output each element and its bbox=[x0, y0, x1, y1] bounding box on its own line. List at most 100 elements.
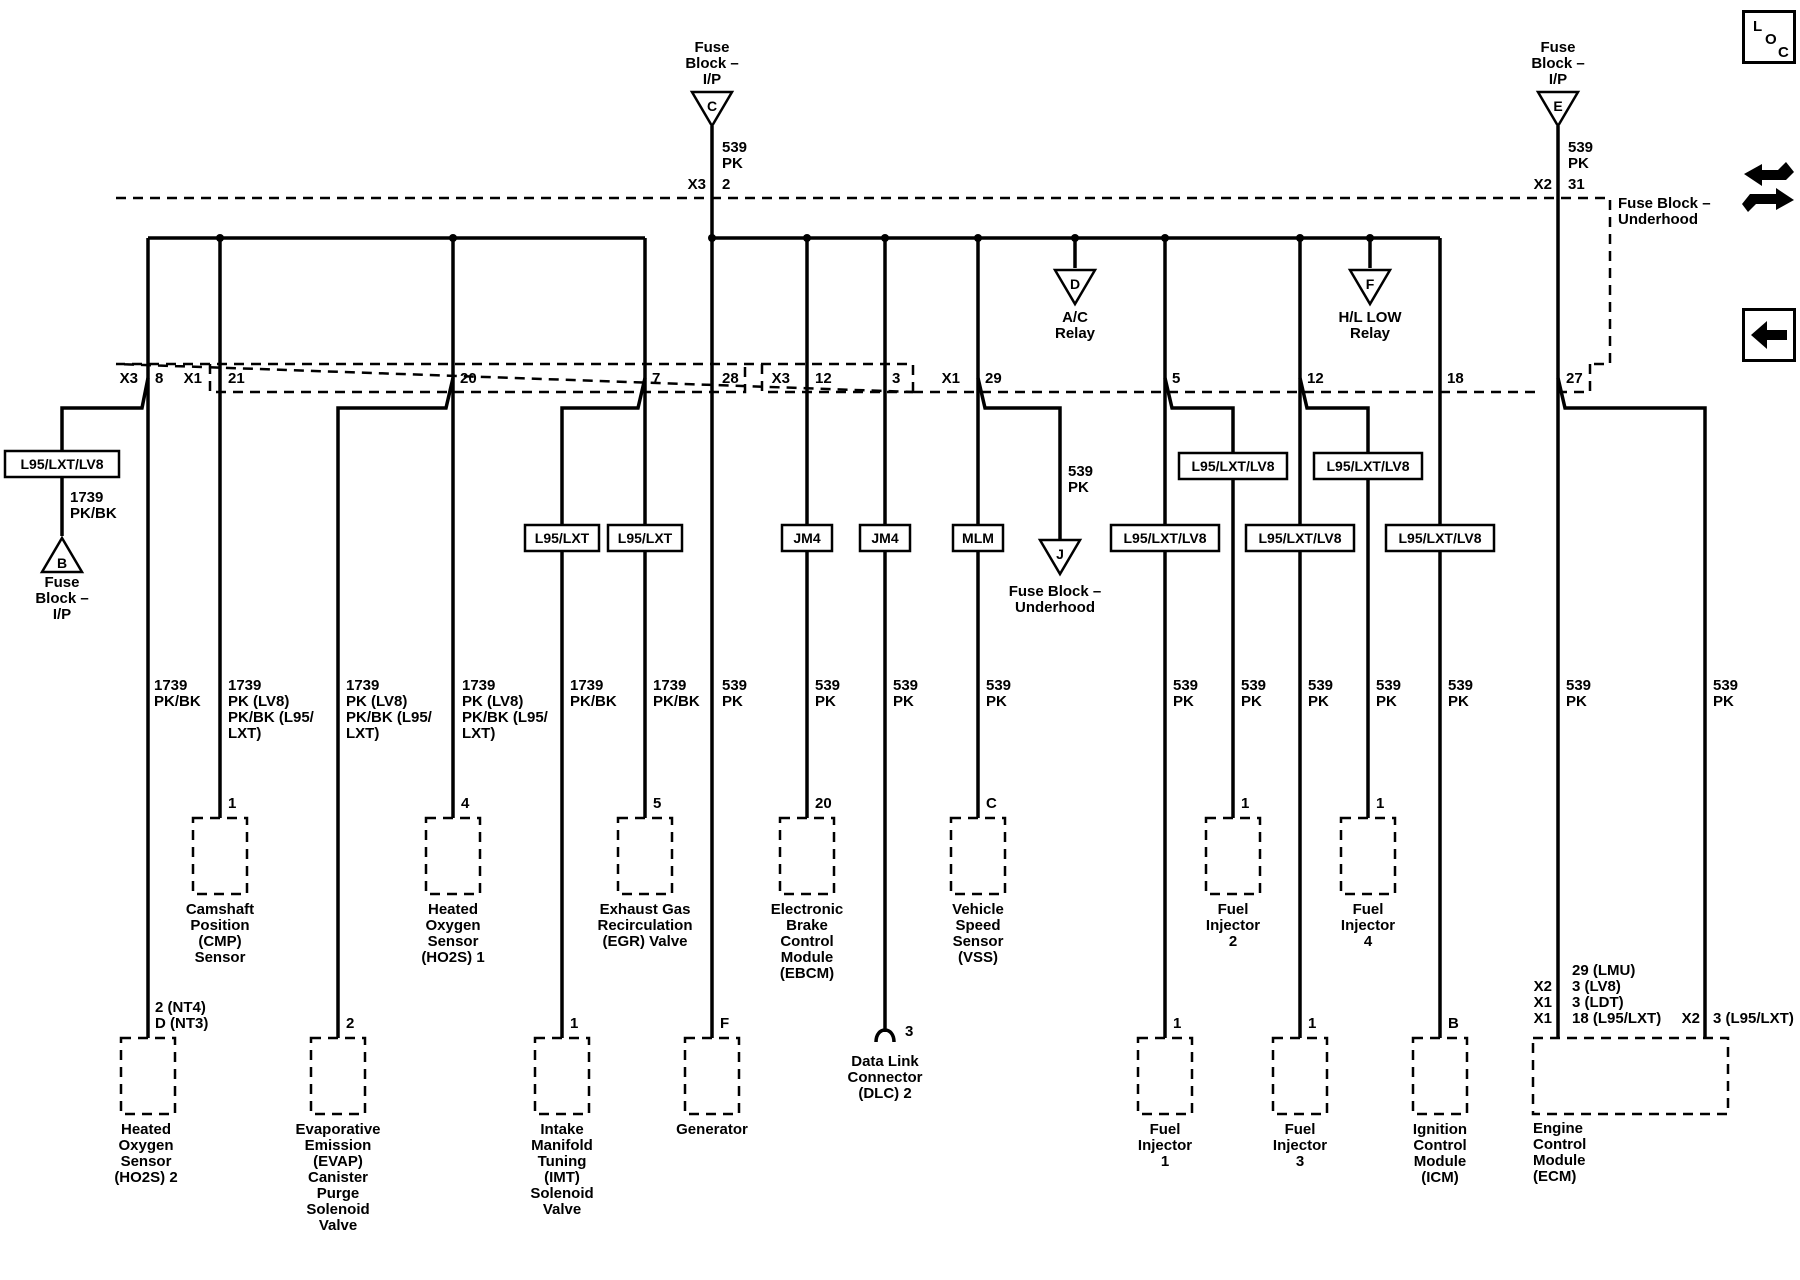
evap-name-line-4: Canister bbox=[308, 1169, 368, 1186]
ebcm-name-line-5: (EBCM) bbox=[780, 965, 834, 982]
ebcm-name-line-3: Control bbox=[780, 933, 833, 950]
wire-label-feed-e-line-2: PK bbox=[1568, 155, 1589, 172]
wire-label-ho2s1-line-1: 1739 bbox=[462, 677, 495, 694]
option-box-vss bbox=[951, 523, 1005, 553]
wire-imt-upper bbox=[560, 377, 647, 524]
pin-label-p21: 21 bbox=[228, 370, 245, 387]
ecm-name-line-2: Control bbox=[1533, 1136, 1586, 1153]
inj2-name-line-2: Injector bbox=[1206, 917, 1260, 934]
inj4-pin-label: 1 bbox=[1376, 795, 1384, 812]
wire-label-ho2s2-line-1: 1739 bbox=[154, 677, 187, 694]
option-box-inj3-label: L95/LXT/LV8 bbox=[1259, 530, 1342, 546]
wire-label-ecm2-line-2: PK bbox=[1713, 693, 1734, 710]
wire-label-inj3-line-1: 539 bbox=[1308, 677, 1333, 694]
ecm-name-line-4: (ECM) bbox=[1533, 1168, 1576, 1185]
option-box-inj1-label: L95/LXT/LV8 bbox=[1124, 530, 1207, 546]
icm-pin-label: B bbox=[1448, 1015, 1459, 1032]
bus-splice-4 bbox=[803, 234, 811, 242]
dlc-name-line-3: (DLC) 2 bbox=[858, 1085, 911, 1102]
wire-label-ho2s1-line-2: PK (LV8) bbox=[462, 693, 523, 710]
wire-label-inj2-line-2: PK bbox=[1241, 693, 1262, 710]
imt-connector-outline bbox=[533, 1036, 591, 1116]
vss-name-line-3: Sensor bbox=[953, 933, 1004, 950]
option-box-ebcm-label: JM4 bbox=[793, 530, 820, 546]
pin-label-p29: 29 bbox=[985, 370, 1002, 387]
ho2s1-name-line-1: Heated bbox=[428, 901, 478, 918]
fuse-block-underhood-j-name-line-2: Underhood bbox=[1015, 599, 1095, 616]
connector-label-feed-e: X2 bbox=[1534, 176, 1552, 193]
wire-label-inj1-line-1: 539 bbox=[1173, 677, 1198, 694]
wire-label-ecm1-line-1: 539 bbox=[1566, 677, 1591, 694]
pin-label-p20: 20 bbox=[460, 370, 477, 387]
inj4-name-line-1: Fuel bbox=[1353, 901, 1384, 918]
pin-label-x3a: X3 bbox=[120, 370, 138, 387]
wire-inj2-upper bbox=[1163, 377, 1235, 452]
egr-name-line-2: Recirculation bbox=[597, 917, 692, 934]
egr-name-line-3: (EGR) Valve bbox=[602, 933, 687, 950]
fuse-block-ip-e-name-line-2: Block – bbox=[1531, 55, 1584, 72]
wire-label-cmp-line-2: PK (LV8) bbox=[228, 693, 289, 710]
wire-label-gen-line-1: 539 bbox=[722, 677, 747, 694]
pin-label-p27: 27 bbox=[1566, 370, 1583, 387]
inj1-connector-outline bbox=[1136, 1036, 1194, 1116]
gen-name-line-1: Generator bbox=[676, 1121, 748, 1138]
ecm-name-line-1: Engine bbox=[1533, 1120, 1583, 1137]
ebcm-connector-outline bbox=[778, 816, 836, 896]
pin-label-feed-e: 31 bbox=[1568, 176, 1585, 193]
dlc-name-line-2: Connector bbox=[848, 1069, 923, 1086]
loc-letter-l: L bbox=[1753, 18, 1763, 35]
wire-label-cmp-line-1: 1739 bbox=[228, 677, 261, 694]
wire-label-inj2-line-1: 539 bbox=[1241, 677, 1266, 694]
ho2s1-pin-label: 4 bbox=[461, 795, 470, 812]
ac-relay-terminal-symbol bbox=[1052, 268, 1098, 307]
bus-splice-8 bbox=[1161, 234, 1169, 242]
inj3-name-line-1: Fuel bbox=[1285, 1121, 1316, 1138]
icm-connector-outline bbox=[1411, 1036, 1469, 1116]
option-box-inj2-label: L95/LXT/LV8 bbox=[1192, 458, 1275, 474]
wire-label-fuse-j-line-1: 539 bbox=[1068, 463, 1093, 480]
connector-end-view-icon[interactable] bbox=[1740, 158, 1798, 222]
evap-name-line-2: Emission bbox=[305, 1137, 372, 1154]
inj2-name-line-3: 2 bbox=[1229, 933, 1237, 950]
option-box-inj2 bbox=[1177, 451, 1289, 481]
wire-label-icm-line-1: 539 bbox=[1448, 677, 1473, 694]
wire-label-fuse-b-line-1: 1739 bbox=[70, 489, 103, 506]
option-box-imt bbox=[523, 523, 601, 553]
evap-pin-label: 2 bbox=[346, 1015, 354, 1032]
wire-label-dlc-line-1: 539 bbox=[893, 677, 918, 694]
vss-name-line-2: Speed bbox=[955, 917, 1000, 934]
imt-name-line-3: Tuning bbox=[538, 1153, 587, 1170]
inj4-connector-outline bbox=[1339, 816, 1397, 896]
ho2s1-name-line-4: (HO2S) 1 bbox=[421, 949, 484, 966]
bus-splice-1 bbox=[216, 234, 224, 242]
left-arrow-icon bbox=[1751, 321, 1787, 349]
hl-low-relay-terminal-symbol bbox=[1347, 268, 1393, 307]
fuse-block-ip-b-name-line-3: I/P bbox=[53, 606, 71, 623]
inj4-name-line-3: 4 bbox=[1364, 933, 1373, 950]
evap-name-line-1: Evaporative bbox=[295, 1121, 380, 1138]
ecm-pin-right: 3 (L95/LXT) bbox=[1713, 1010, 1794, 1027]
wire-ecm-2 bbox=[1556, 377, 1707, 1038]
fuse-terminal-c-symbol-letter: C bbox=[707, 98, 717, 114]
wire-label-vss-line-2: PK bbox=[986, 693, 1007, 710]
dlc-name-line-1: Data Link bbox=[851, 1053, 919, 1070]
hl-low-relay-name-line-1: H/L LOW bbox=[1338, 309, 1402, 326]
option-box-dlc-label: JM4 bbox=[871, 530, 898, 546]
ac-relay-terminal-symbol-letter: D bbox=[1070, 276, 1080, 292]
wire-label-ho2s1-line-4: LXT) bbox=[462, 725, 495, 742]
ac-relay-name-line-1: A/C bbox=[1062, 309, 1088, 326]
ecm-conn-left-line-1: X2 bbox=[1534, 978, 1552, 995]
fuse-terminal-b-symbol-letter: B bbox=[57, 555, 67, 571]
ecm-connector-outline bbox=[1531, 1036, 1730, 1116]
inj1-pin-label: 1 bbox=[1173, 1015, 1181, 1032]
wire-label-imt-line-1: 1739 bbox=[570, 677, 603, 694]
ebcm-name-line-2: Brake bbox=[786, 917, 828, 934]
locator-view-icon[interactable]: L O C bbox=[1742, 10, 1796, 64]
bus-splice-2 bbox=[449, 234, 457, 242]
back-arrow-icon[interactable] bbox=[1742, 308, 1796, 362]
imt-name-line-6: Valve bbox=[543, 1201, 581, 1218]
ho2s1-name-line-3: Sensor bbox=[428, 933, 479, 950]
wire-label-cmp-line-4: LXT) bbox=[228, 725, 261, 742]
egr-connector-outline bbox=[616, 816, 674, 896]
